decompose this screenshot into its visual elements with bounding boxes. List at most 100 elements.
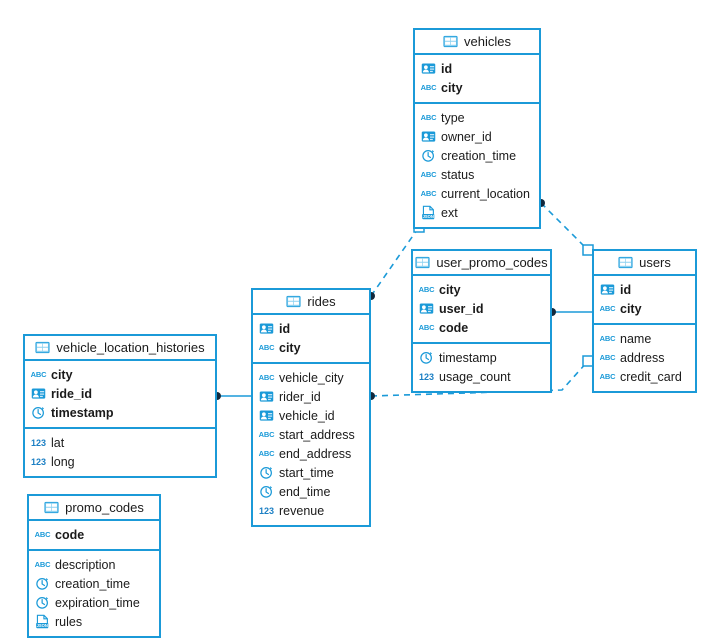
abc-icon: ABC [418, 285, 435, 294]
entity-title: rides [307, 294, 336, 309]
clock-icon [419, 350, 434, 365]
abc-icon: ABC [599, 304, 616, 313]
column-owner_id[interactable]: owner_id [415, 127, 539, 146]
json-doc-icon: JSON [35, 614, 50, 629]
id-card-icon [419, 301, 434, 316]
entity-header-users[interactable]: users [594, 251, 695, 276]
column-label: city [279, 340, 301, 355]
entity-header-promo_codes[interactable]: promo_codes [29, 496, 159, 521]
column-creation_time[interactable]: creation_time [415, 146, 539, 165]
entity-header-rides[interactable]: rides [253, 290, 369, 315]
column-label: creation_time [441, 148, 517, 163]
id-card-icon [600, 282, 615, 297]
clock-icon [35, 576, 50, 591]
primary-key-column-id[interactable]: id [415, 59, 539, 78]
column-creation_time[interactable]: creation_time [29, 574, 159, 593]
primary-key-column-id[interactable]: id [253, 319, 369, 338]
entity-title: users [639, 255, 671, 270]
entity-header-user_promo_codes[interactable]: user_promo_codes [413, 251, 550, 276]
entity-title: user_promo_codes [436, 255, 548, 270]
abc-icon: ABC [34, 530, 51, 539]
column-start_time[interactable]: start_time [253, 463, 369, 482]
column-vehicle_id[interactable]: vehicle_id [253, 406, 369, 425]
table-grid-icon [415, 255, 430, 270]
abc-icon: ABC [420, 189, 437, 198]
primary-key-column-timestamp[interactable]: timestamp [25, 403, 215, 422]
abc-icon: ABC [599, 353, 616, 362]
id-card-icon [259, 408, 274, 423]
relationship-line [540, 202, 589, 251]
primary-key-column-user_id[interactable]: user_id [413, 299, 550, 318]
column-label: vehicle_city [279, 370, 344, 385]
column-timestamp[interactable]: timestamp [413, 348, 550, 367]
clock-icon [31, 405, 46, 420]
relationship-vehicle_location_histories-to-rides[interactable] [213, 392, 251, 400]
column-end_time[interactable]: end_time [253, 482, 369, 501]
column-label: city [441, 80, 463, 95]
primary-key-column-ride_id[interactable]: ride_id [25, 384, 215, 403]
primary-key-column-id[interactable]: id [594, 280, 695, 299]
abc-icon: ABC [420, 113, 437, 122]
table-grid-icon [35, 340, 50, 355]
relationship-vehicles-to-users[interactable] [537, 199, 594, 256]
table-grid-icon [443, 34, 458, 49]
entity-header-vehicle_location_histories[interactable]: vehicle_location_histories [25, 336, 215, 361]
abc-icon: ABC [599, 372, 616, 381]
entity-header-vehicles[interactable]: vehicles [415, 30, 539, 55]
number-123-icon: 123 [30, 456, 47, 467]
relationship-user_promo_codes-to-users[interactable] [548, 308, 592, 316]
abc-icon: ABC [30, 370, 47, 379]
column-expiration_time[interactable]: expiration_time [29, 593, 159, 612]
column-label: revenue [279, 503, 325, 518]
abc-icon: ABC [599, 334, 616, 343]
abc-icon: ABC [34, 560, 51, 569]
id-card-icon [421, 61, 436, 76]
svg-text:JSON: JSON [37, 623, 48, 628]
svg-text:JSON: JSON [423, 214, 434, 219]
column-rider_id[interactable]: rider_id [253, 387, 369, 406]
column-label: id [620, 282, 632, 297]
id-card-icon [31, 386, 46, 401]
id-card-icon [259, 389, 274, 404]
entity-title: promo_codes [65, 500, 144, 515]
column-label: id [441, 61, 453, 76]
column-label: expiration_time [55, 595, 140, 610]
number-123-icon: 123 [418, 371, 435, 382]
abc-icon: ABC [258, 343, 275, 352]
primary-key-column-city[interactable]: ABC city [253, 338, 369, 357]
